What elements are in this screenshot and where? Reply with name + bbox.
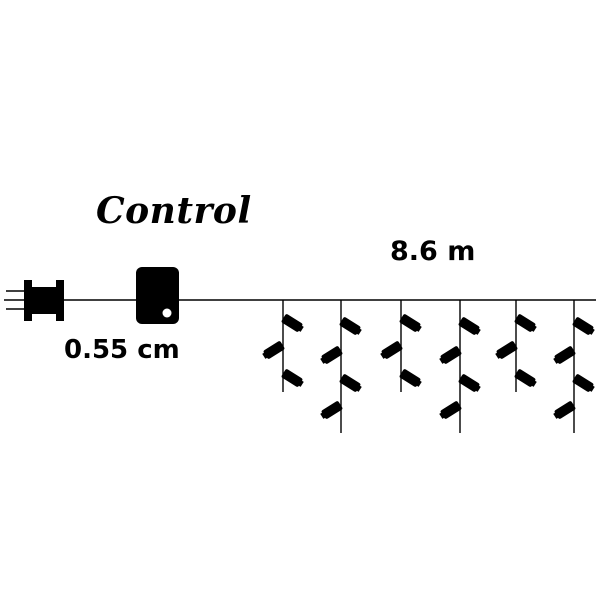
bulb-icon [495,341,518,359]
bulb-icon [339,374,362,392]
bulb-icon [320,401,343,419]
bulb-icon [439,346,462,364]
bulb-icon [458,317,481,335]
bulb-icon [281,314,304,332]
bulb-icon [399,369,422,387]
drop-strings [262,300,595,433]
bulb-icon [380,341,403,359]
bulb-icon [553,346,576,364]
plug-icon [6,280,64,321]
bulb-icon [514,369,537,387]
lead-length-label: 0.55 cm [64,335,180,365]
controller-label: Control [96,190,252,232]
bulb-icon [281,369,304,387]
main-length-label: 8.6 m [390,236,476,267]
bulb-icon [572,317,595,335]
controller-box-icon [136,267,179,324]
bulb-icon [572,374,595,392]
bulb-icon [339,317,362,335]
bulb-icon [399,314,422,332]
bulb-icon [439,401,462,419]
bulb-icon [514,314,537,332]
bulb-icon [320,346,343,364]
bulb-icon [458,374,481,392]
bulb-icon [553,401,576,419]
bulb-icon [262,341,285,359]
